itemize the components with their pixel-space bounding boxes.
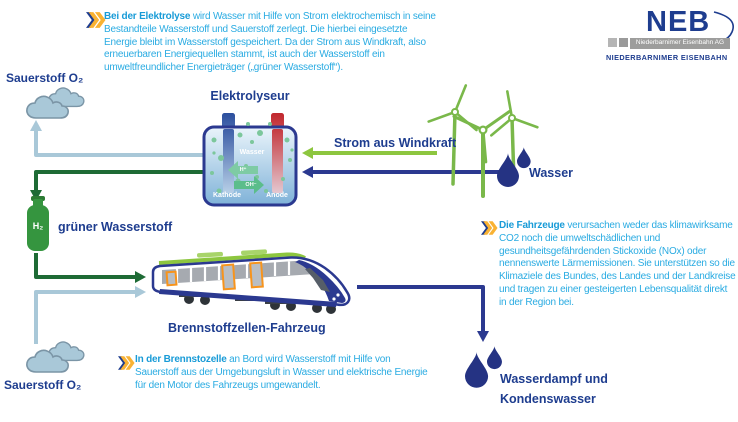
electrolyzer-graphic xyxy=(202,113,298,207)
train-skirt xyxy=(159,289,337,307)
vehicles-body: verursachen weder das klimawirksame CO2 … xyxy=(499,220,736,308)
green-hydrogen-label: grüner Wasserstoff xyxy=(58,220,173,234)
electrolyzer-title: Elektrolyseur xyxy=(210,89,290,103)
intro-body: wird Wasser mit Hilfe von Strom elektroc… xyxy=(104,11,436,74)
quote-icon xyxy=(481,221,498,235)
water-in-label: Wasser xyxy=(529,166,574,180)
intro-lead: Bei der Elektrolyse xyxy=(104,11,191,22)
train-roof xyxy=(158,252,306,265)
hydrogen-tank-icon xyxy=(27,196,49,251)
logo-square xyxy=(608,38,617,47)
wind-turbine-icon xyxy=(427,84,539,198)
fuel-cell-lead: In der Brennstozelle xyxy=(135,354,227,365)
logo-square xyxy=(619,38,628,47)
cathode-label: Kathode xyxy=(213,192,241,199)
intro-text-block: Bei der Elektrolyse wird Wasser mit Hilf… xyxy=(104,11,442,75)
hydrogen-arrow-to-train xyxy=(34,253,146,283)
water-out-label-1: Wasserdampf und xyxy=(500,372,608,386)
neb-logo: NEB Niederbarnimer Eisenbahn AG NIEDERBA… xyxy=(600,6,734,64)
oh-ion-arrow xyxy=(234,176,264,194)
vehicles-text-block: Die Fahrzeuge verursachen weder das klim… xyxy=(499,220,737,310)
anode-label: Anode xyxy=(266,192,288,199)
water-drop-icon xyxy=(497,147,531,187)
quote-icon xyxy=(118,356,135,370)
wind-power-label: Strom aus Windkraft xyxy=(334,136,457,150)
water-drop-icon xyxy=(465,346,502,388)
fuel-cell-text-block: In der Brennstozelle an Bord wird Wasser… xyxy=(135,354,431,392)
train-windshield xyxy=(305,268,330,292)
fuel-cell-body: an Bord wird Wasserstoff mit Hilfe von S… xyxy=(135,354,428,391)
neb-logo-name: NEB xyxy=(646,6,711,38)
bubbles xyxy=(210,122,294,194)
train-doors xyxy=(165,261,264,291)
h2-tank-label: H₂ xyxy=(32,221,44,231)
cloud-icon xyxy=(26,87,85,119)
oxygen-arrow-top xyxy=(30,120,203,157)
cloud-icon xyxy=(26,341,85,373)
train-graphic xyxy=(151,249,351,314)
water-out-label-2: Kondenswasser xyxy=(500,392,596,406)
oxygen-bottom-label: Sauerstoff O₂ xyxy=(4,378,82,392)
train-window-band xyxy=(162,261,315,284)
exhaust-arrow xyxy=(357,285,489,342)
electrolyzer-water-label: Wasser xyxy=(239,149,265,156)
vehicles-lead: Die Fahrzeuge xyxy=(499,220,565,231)
neb-logo-caption: NIEDERBARNIMER EISENBAHN xyxy=(606,53,728,62)
train-label: Brennstoffzellen-Fahrzeug xyxy=(168,321,326,335)
neb-logo-bar: Niederbarnimer Eisenbahn AG xyxy=(630,38,730,49)
water-arrow xyxy=(302,166,514,178)
oxygen-arrow-to-train xyxy=(34,286,146,344)
h-ion-arrow xyxy=(228,161,258,179)
oxygen-top-label: Sauerstoff O₂ xyxy=(6,71,84,85)
hydrogen-arrow-to-tank xyxy=(30,170,203,201)
quote-icon xyxy=(86,12,106,28)
oh-ion-label: OH⁻ xyxy=(245,182,257,188)
h-ion-label: H⁺ xyxy=(239,167,247,173)
electricity-arrow xyxy=(302,147,437,159)
